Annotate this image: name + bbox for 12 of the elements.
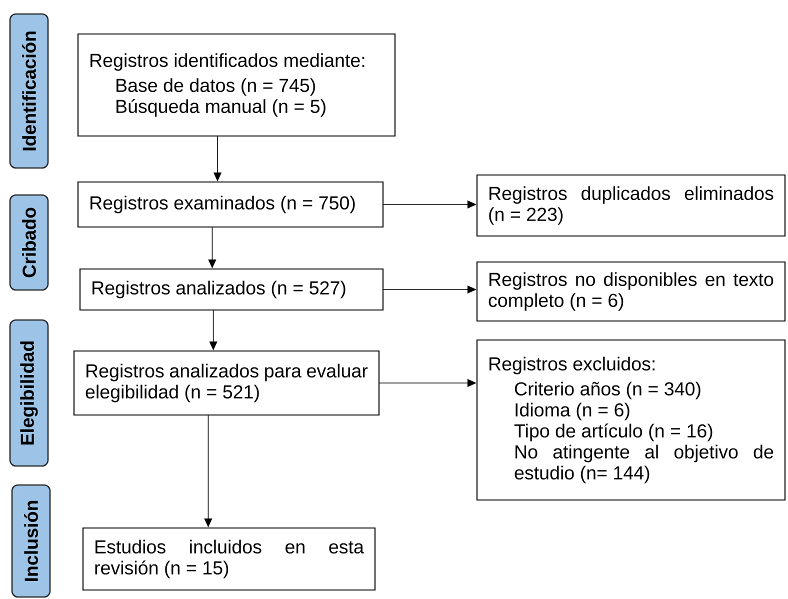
process-box: Estudios incluidos en esta revisión (n = 15) <box>82 527 376 591</box>
phase-band: Elegibilidad <box>9 319 49 467</box>
phase-band: Cribado <box>9 194 49 291</box>
process-box: Registros identificados mediante: Base de datos (n = 745) Búsqueda manual (n = 5) <box>77 33 396 137</box>
process-box: Registros analizados para evaluar elegibilidad (n = 521) <box>73 350 380 416</box>
phase-band: Identificación <box>9 13 49 169</box>
process-box: Registros duplicados eliminados (n = 223) <box>476 174 786 237</box>
process-box: Registros examinados (n = 750) <box>77 181 384 228</box>
phase-band: Inclusión <box>11 484 51 598</box>
process-box: Registros analizados (n = 527) <box>79 268 384 311</box>
process-box: Registros excluidos: Criterio años (n = 340) Idioma (n = 6) Tipo de artículo (n = 16) No atingente al objetivo de estudio (n= 144) <box>476 339 786 501</box>
process-box: Registros no disponibles en texto completo (n = 6) <box>476 261 786 322</box>
